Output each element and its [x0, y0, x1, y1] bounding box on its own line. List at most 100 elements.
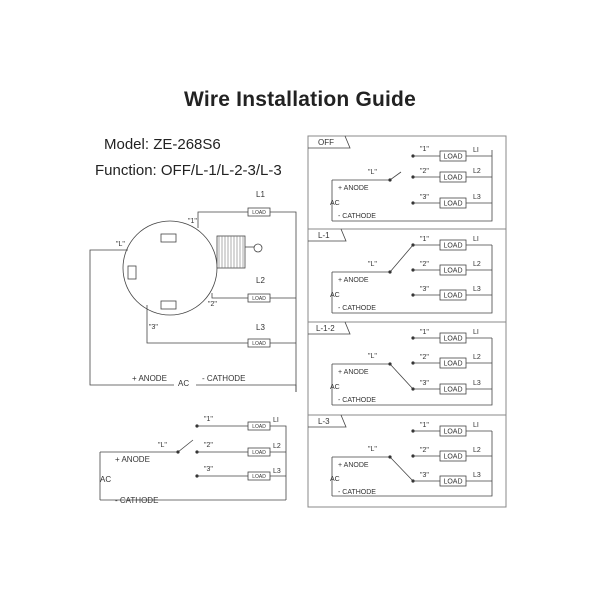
label-pin3: "3"	[420, 472, 429, 479]
panel-title: L-3	[318, 417, 330, 426]
load-box	[247, 447, 271, 457]
label-pin2: "2"	[420, 261, 429, 268]
label-anode: + ANODE	[132, 374, 167, 383]
switch-knob	[253, 243, 263, 253]
label-ac: AC	[178, 379, 189, 388]
label-anode: + ANODE	[338, 369, 369, 376]
label-l3: L3	[473, 194, 481, 201]
schematic-bottom: "L" + ANODE AC - CATHODE "1" "2" "3" LOA…	[99, 416, 287, 505]
label-l3: L3	[473, 472, 481, 479]
panel-l1: L-1 "L" + ANODE AC - CATHODE "1" "2" "3"…	[307, 228, 507, 323]
label-pin3: "3"	[149, 324, 158, 331]
load-box	[247, 338, 271, 348]
shaft-thread	[218, 236, 244, 268]
label-l1: LI	[473, 236, 479, 243]
label-l2: L2	[473, 261, 481, 268]
load-box	[247, 421, 271, 431]
load-box	[247, 293, 271, 303]
model-text: Model: ZE-268S6	[104, 136, 221, 153]
label-pin1: "1"	[188, 218, 197, 225]
label-pin3: "3"	[204, 466, 213, 473]
label-ac: AC	[330, 384, 340, 391]
label-pin1: "1"	[420, 329, 429, 336]
label-cathode: - CATHODE	[338, 305, 376, 312]
label-pin1: "1"	[420, 422, 429, 429]
load-text: LOAD	[252, 474, 266, 480]
load-text: LOAD	[443, 243, 462, 250]
label-l1: LI	[473, 422, 479, 429]
load-text: LOAD	[252, 210, 266, 216]
label-l2: L2	[256, 276, 265, 285]
label-anode: + ANODE	[338, 277, 369, 284]
page-title: Wire Installation Guide	[184, 88, 416, 111]
label-l1: LI	[473, 329, 479, 336]
load-text: LOAD	[443, 293, 462, 300]
label-anode: + ANODE	[338, 462, 369, 469]
label-pin2: "2"	[204, 442, 213, 449]
label-l: "L"	[368, 446, 377, 453]
panel-l12: L-1-2 "L" + ANODE AC - CATHODE "1" "2" "…	[307, 321, 507, 416]
load-text: LOAD	[443, 429, 462, 436]
load-box	[439, 383, 467, 395]
load-text: LOAD	[443, 336, 462, 343]
load-box	[439, 425, 467, 437]
load-box	[247, 471, 271, 481]
load-text: LOAD	[443, 201, 462, 208]
label-l: "L"	[368, 261, 377, 268]
load-text: LOAD	[252, 341, 266, 347]
label-anode: + ANODE	[115, 455, 150, 464]
label-l2: L2	[273, 443, 281, 450]
load-text: LOAD	[443, 268, 462, 275]
load-box	[439, 289, 467, 301]
load-box	[439, 264, 467, 276]
label-cathode: - CATHODE	[338, 397, 376, 404]
label-pin1: "1"	[420, 236, 429, 243]
label-pin2: "2"	[420, 447, 429, 454]
label-pin2: "2"	[420, 354, 429, 361]
label-l3: L3	[473, 286, 481, 293]
load-text: LOAD	[443, 175, 462, 182]
label-l: "L"	[368, 353, 377, 360]
label-pin1: "1"	[420, 146, 429, 153]
label-cathode: - CATHODE	[338, 213, 376, 220]
load-text: LOAD	[252, 424, 266, 430]
panel-title: OFF	[318, 138, 334, 147]
function-text: Function: OFF/L-1/L-2-3/L-3	[95, 162, 282, 179]
label-pin1: "1"	[204, 416, 213, 423]
label-cathode: - CATHODE	[115, 496, 158, 505]
load-box	[439, 357, 467, 369]
load-text: LOAD	[443, 154, 462, 161]
load-text: LOAD	[252, 450, 266, 456]
label-pin3: "3"	[420, 380, 429, 387]
load-box	[439, 171, 467, 183]
switch-tab	[127, 265, 137, 280]
load-text: LOAD	[252, 296, 266, 302]
label-ac: AC	[330, 476, 340, 483]
label-l2: L2	[473, 168, 481, 175]
label-anode: + ANODE	[338, 185, 369, 192]
label-l1: L1	[256, 190, 265, 199]
label-l3: L3	[273, 468, 281, 475]
load-box	[439, 475, 467, 487]
label-l1: LI	[273, 417, 279, 424]
panel-title: L-1-2	[316, 324, 335, 333]
label-l: "L"	[116, 241, 125, 248]
label-pin3: "3"	[420, 194, 429, 201]
label-l3: L3	[473, 380, 481, 387]
label-cathode: - CATHODE	[338, 489, 376, 496]
label-pin2: "2"	[420, 168, 429, 175]
panel-l3: L-3 "L" + ANODE AC - CATHODE "1" "2" "3"…	[307, 414, 507, 508]
load-text: LOAD	[443, 479, 462, 486]
label-ac: AC	[100, 475, 111, 484]
switch-tab	[160, 233, 177, 243]
label-pin2: "2"	[208, 301, 217, 308]
label-l1: LI	[473, 147, 479, 154]
panel-title: L-1	[318, 231, 330, 240]
label-cathode: - CATHODE	[202, 374, 245, 383]
load-text: LOAD	[443, 387, 462, 394]
load-text: LOAD	[443, 361, 462, 368]
label-l: "L"	[368, 169, 377, 176]
label-l3: L3	[256, 323, 265, 332]
switch-wiring: "1" L1 LOAD "2" L2 LOAD "3" L3 LOAD "L" …	[89, 190, 297, 392]
